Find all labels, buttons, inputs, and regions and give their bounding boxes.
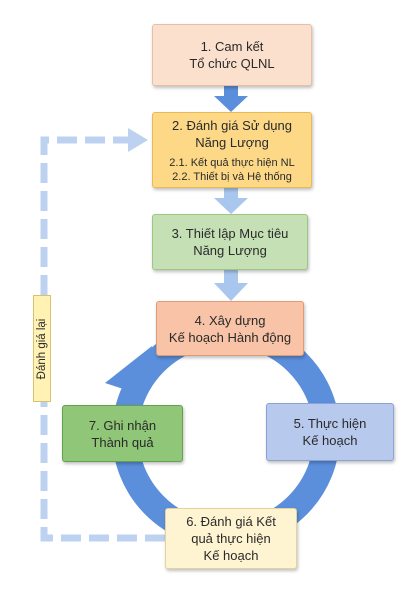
step-1-commitment-box: 1. Cam kết Tổ chức QLNL (152, 24, 312, 86)
step-2-line-1: 2. Đánh giá Sử dụng (171, 117, 292, 133)
step-5-line-2: Kế hoạch (302, 433, 358, 448)
step-4-line-2: Kế hoạch Hành động (168, 329, 292, 345)
arrow-1-to-2 (214, 86, 248, 112)
step-2-subitem-1: 2.1. Kết quả thực hiện NL (169, 156, 295, 169)
step-1-line-2: Tổ chức QLNL (189, 56, 275, 71)
step-4-line-1: 4. Xây dựng (194, 312, 266, 328)
step-6-evaluate-results-box: 6. Đánh giá Kết quả thực hiện Kế hoạch (165, 508, 297, 569)
arrow-2-to-3 (214, 188, 248, 214)
step-2-line-2: Năng Lượng (195, 134, 269, 150)
reevaluate-arrowhead (128, 128, 148, 152)
step-7-line-1: 7. Ghi nhận (88, 417, 157, 433)
cycle-arrowhead (105, 346, 152, 396)
step-6-line-3: Kế hoạch (203, 548, 259, 563)
step-6-line-1: 6. Đánh giá Kết (186, 514, 276, 529)
reevaluate-label-box: Đánh giá lại (33, 295, 51, 402)
step-1-line-1: 1. Cam kết (200, 39, 264, 54)
step-5-implement-box: 5. Thực hiện Kế hoạch (266, 403, 394, 461)
step-5-line-1: 5. Thực hiện (293, 416, 367, 431)
step-3-line-2: Năng Lượng (193, 243, 267, 258)
step-3-line-1: 3. Thiết lập Mục tiêu (171, 226, 289, 241)
arrow-3-to-4 (214, 270, 248, 301)
step-7-recognize-achievements-box: 7. Ghi nhận Thành quả (62, 405, 183, 462)
step-6-line-2: quả thực hiện (191, 531, 271, 546)
reevaluate-label: Đánh giá lại (36, 318, 48, 379)
step-2-energy-use-assessment-box: 2. Đánh giá Sử dụng Năng Lượng 2.1. Kết … (152, 112, 312, 188)
step-7-line-2: Thành quả (91, 434, 154, 450)
step-4-action-plan-box: 4. Xây dựng Kế hoạch Hành động (156, 301, 304, 356)
step-3-target-setting-box: 3. Thiết lập Mục tiêu Năng Lượng (152, 214, 308, 270)
step-2-subitem-2: 2.2. Thiết bị và Hệ thống (172, 170, 292, 183)
